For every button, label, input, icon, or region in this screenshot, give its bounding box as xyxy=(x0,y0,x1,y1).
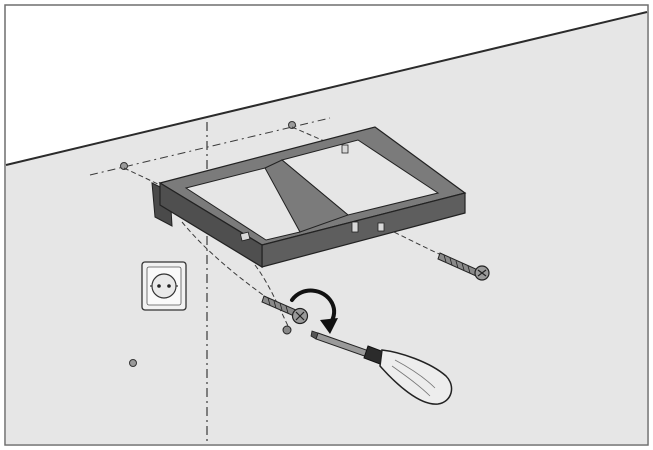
drill-hole-top-left xyxy=(120,162,128,170)
electrical-socket-icon xyxy=(141,261,187,311)
wall-screw-left-icon xyxy=(261,295,309,325)
screwdriver-icon xyxy=(310,330,453,405)
wall-mount-bracket-icon xyxy=(151,126,467,269)
wall-screw-right-icon xyxy=(437,252,490,281)
ceiling-surface xyxy=(6,6,647,165)
drill-hole-lower-left xyxy=(129,359,137,367)
guide-line-left-top xyxy=(123,167,161,186)
wall-plug-icon xyxy=(282,325,292,335)
guide-line-bottom xyxy=(254,264,291,331)
guide-line-left-screw xyxy=(181,221,271,301)
wall-ceiling-edge xyxy=(5,11,648,166)
drill-hole-top-right xyxy=(288,121,296,129)
clockwise-arrow-icon xyxy=(290,288,338,334)
